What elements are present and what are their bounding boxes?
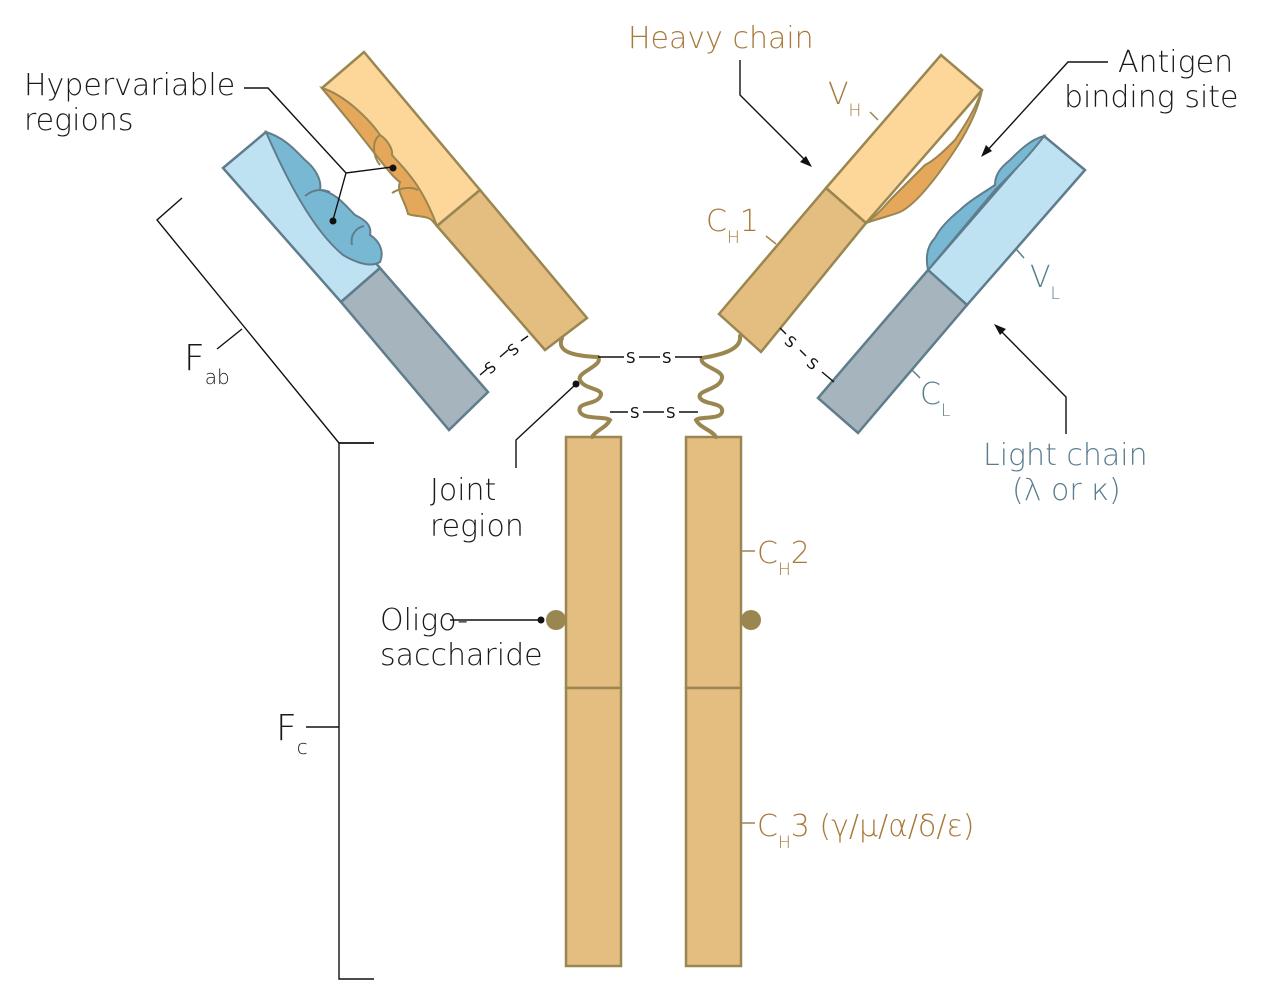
svg-text:S: S (504, 340, 523, 360)
cl-label: CL (920, 377, 950, 421)
joint-region-label-line2: region (430, 509, 524, 544)
left-ch3-domain (564, 686, 623, 968)
ch1-label: CH1 (706, 204, 759, 248)
svg-text:S: S (481, 358, 500, 378)
left-heavy-chain (319, 50, 589, 352)
joint-region-label-line1: Joint (430, 473, 496, 508)
hypervariable-regions-label-line1: Hypervariable (24, 68, 235, 103)
oligosaccharide-dot (537, 616, 545, 624)
fc-label: Fc (276, 708, 308, 759)
left-oligosaccharide (546, 610, 566, 630)
cl-tick (911, 369, 921, 379)
right-fc-heavy-chain (684, 435, 743, 968)
left-hinge (558, 336, 613, 439)
hypervariable-light-dot (329, 217, 337, 225)
right-light-chain (816, 134, 1087, 435)
hypervariable-regions-leader (244, 87, 393, 221)
heavy-chain-leader (739, 60, 809, 164)
right-ch2-domain (684, 435, 743, 690)
left-vh-domain (320, 50, 482, 228)
svg-text:S: S (626, 349, 636, 367)
left-light-hypervariable-region (264, 130, 383, 266)
ch2-label: CH2 (757, 536, 810, 580)
vh-tick (869, 111, 879, 121)
fab-bracket-tick (216, 328, 243, 350)
fab-label: Fab (184, 338, 230, 389)
ch1-tick (765, 235, 777, 245)
left-light-hypervariable-divider (304, 188, 365, 246)
disulfide-bond-left-arm: S S (479, 335, 529, 378)
disulfide-bond-upper-hinge: S S (598, 349, 702, 367)
light-chain-arrowhead (994, 324, 1006, 335)
right-cl-domain (816, 268, 969, 435)
svg-text:S: S (803, 354, 822, 374)
left-fc-heavy-chain (564, 435, 623, 968)
heavy-chain-arrowhead (800, 156, 812, 167)
svg-text:S: S (666, 404, 676, 422)
ch3-label: CH3 (γ/μ/α/δ/ε) (757, 809, 974, 853)
joint-region-dot (572, 380, 580, 388)
left-heavy-hypervariable-divider (373, 134, 419, 194)
heavy-chain-label: Heavy chain (628, 21, 814, 56)
vl-label: VL (1030, 260, 1060, 304)
left-heavy-hypervariable-region (319, 86, 438, 227)
right-hinge (693, 334, 743, 439)
light-chain-label-line1: Light chain (983, 438, 1148, 473)
left-light-chain (221, 130, 490, 432)
right-oligosaccharide (741, 610, 761, 630)
oligosaccharide-label-line2: saccharide (380, 638, 543, 673)
right-heavy-hypervariable-region (865, 89, 983, 224)
left-ch2-domain (564, 435, 623, 690)
right-light-hypervariable-region (925, 134, 1047, 273)
hypervariable-regions-label-line2: regions (24, 103, 133, 138)
right-heavy-chain (717, 53, 984, 354)
vh-label: VH (828, 77, 861, 121)
left-ch1-domain (435, 188, 589, 352)
svg-text:S: S (781, 332, 800, 352)
hypervariable-heavy-dot (389, 164, 397, 172)
left-cl-domain (339, 266, 490, 432)
svg-text:S: S (630, 404, 640, 422)
antigen-binding-site-leader (984, 61, 1108, 154)
fc-bracket (338, 442, 374, 980)
vl-tick (1015, 248, 1025, 259)
right-ch3-domain (684, 686, 743, 968)
disulfide-bond-right-arm: S S (779, 327, 835, 383)
disulfide-bond-lower-hinge: S S (610, 404, 698, 422)
joint-region-leader (515, 384, 576, 468)
light-chain-label-line2: (λ or κ) (1012, 473, 1121, 508)
svg-text:S: S (662, 349, 672, 367)
light-chain-leader (997, 327, 1067, 434)
antigen-binding-site-label-line2: binding site (1064, 80, 1239, 115)
antigen-binding-site-arrowhead (981, 145, 992, 157)
antigen-binding-site-label-line1: Antigen (1118, 45, 1233, 80)
